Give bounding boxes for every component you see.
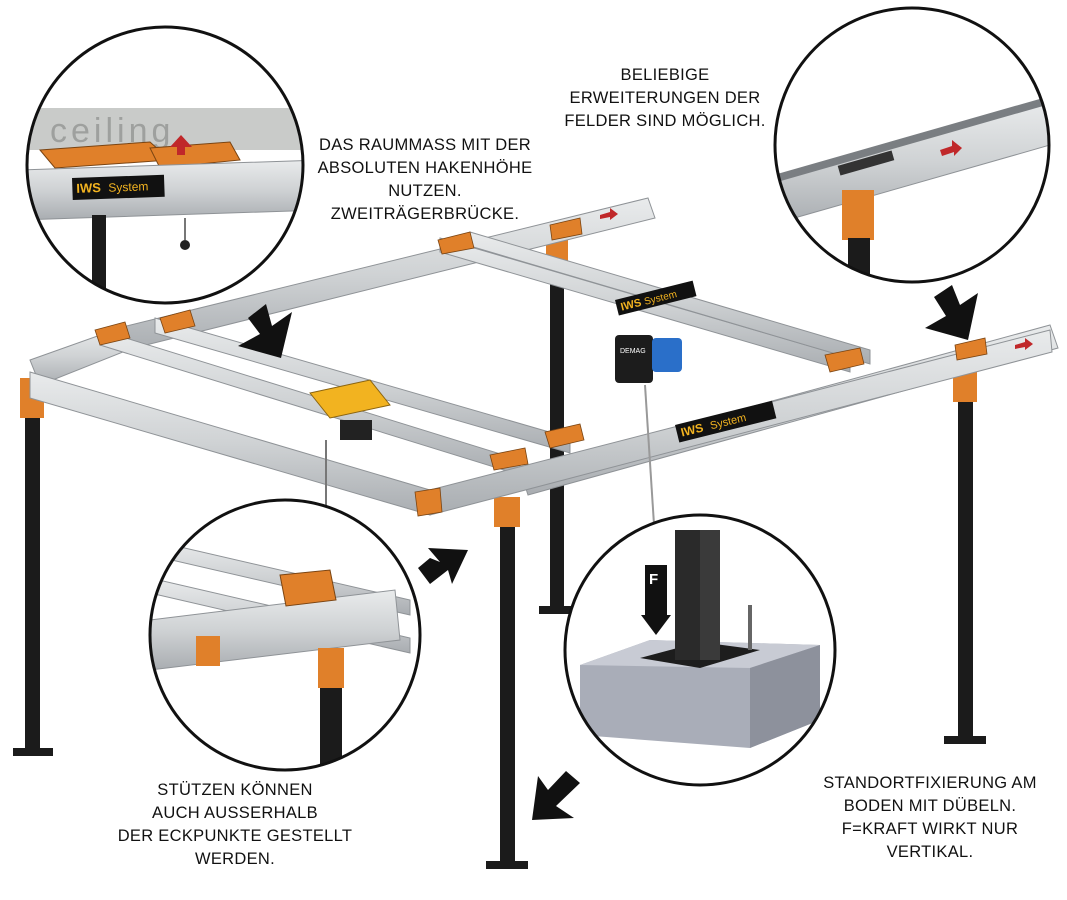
arrow-up-right-icon: [418, 548, 468, 584]
leg-front-center: [486, 497, 528, 869]
caption-line: NUTZEN.: [388, 182, 462, 200]
trolley-left: [309, 379, 391, 540]
caption-line: ABSOLUTEN HAKENHÖHE: [317, 159, 533, 177]
iws-logo-beam-1: IWS System: [615, 280, 697, 316]
detail-circle-bottom-right: F: [563, 513, 837, 787]
red-arrow-icon-detail: [940, 140, 962, 156]
arrow-down-right-icon: [238, 304, 292, 358]
caption-bottom-left: STÜTZEN KÖNNEN AUCH AUSSERHALB DER ECKPU…: [80, 779, 390, 871]
detail-circle-top-right: [773, 6, 1051, 284]
leg-right: [944, 368, 986, 744]
detail-circle-top-left: ceiling IWS System: [25, 25, 305, 305]
pointer-arrows: [238, 285, 978, 820]
caption-line: BELIEBIGE: [620, 66, 710, 84]
detail-circle-bottom-left: [148, 498, 422, 772]
caption-line: WERDEN.: [194, 850, 276, 868]
red-arrow-icon: [600, 208, 1033, 350]
force-arrow-icon: [641, 615, 671, 635]
leg-front-left: [13, 378, 53, 756]
caption-line: STÜTZEN KÖNNEN: [157, 781, 313, 799]
caption-bottom-right: STANDORTFIXIERUNG AM BODEN MIT DÜBELN. F…: [805, 772, 1055, 864]
svg-text:IWS: IWS: [620, 297, 643, 314]
hoist-brand-label: DEMAG: [620, 348, 646, 355]
caption-line: DER ECKPUNKTE GESTELLT: [117, 827, 353, 845]
svg-text:IWS: IWS: [76, 180, 101, 196]
force-label: F: [649, 571, 658, 588]
orange-connectors: [94, 217, 988, 517]
svg-text:IWS: IWS: [679, 420, 704, 439]
caption-line: DAS RAUMMASS MIT DER: [319, 136, 531, 154]
caption-line: BODEN MIT DÜBELN.: [843, 797, 1017, 815]
caption-line: F=KRAFT WIRKT NUR: [841, 820, 1019, 838]
svg-text:System: System: [108, 179, 148, 194]
iws-logo-beam-2: IWS System: [675, 400, 777, 443]
arrow-down-left-icon: [532, 771, 580, 820]
caption-line: VERTIKAL.: [886, 843, 974, 861]
caption-line: AUCH AUSSERHALB: [152, 804, 318, 822]
caption-top-right: BELIEBIGE ERWEITERUNGEN DER FELDER SIND …: [545, 64, 785, 133]
caption-line: STANDORTFIXIERUNG AM: [823, 774, 1037, 792]
arrow-down-right-icon-2: [925, 285, 978, 340]
caption-line: ERWEITERUNGEN DER: [569, 89, 761, 107]
caption-line: ZWEITRÄGERBRÜCKE.: [330, 205, 520, 223]
caption-line: FELDER SIND MÖGLICH.: [564, 112, 766, 130]
arrow-up-icon: [170, 135, 192, 155]
caption-top-left: DAS RAUMMASS MIT DER ABSOLUTEN HAKENHÖHE…: [300, 134, 550, 226]
